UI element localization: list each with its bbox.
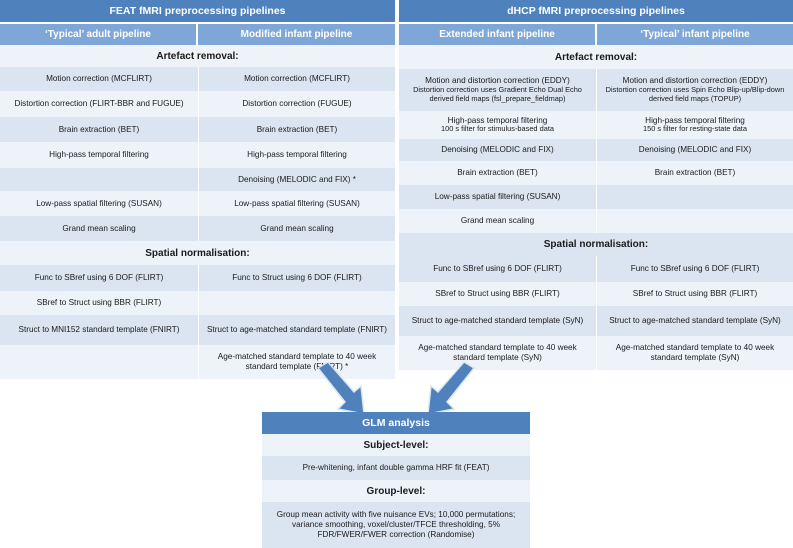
dhcp-row-highpass: High-pass temporal filtering 100 s filte… — [399, 111, 793, 139]
feat-artefact-cell — [0, 168, 198, 191]
feat-spatial-cell: Age-matched standard template to 40 week… — [198, 345, 395, 379]
dhcp-denoise-extended: Denoising (MELODIC and FIX) — [441, 145, 554, 155]
dhcp-spatial-row: Struct to age-matched standard template … — [399, 306, 793, 336]
dhcp-spatial-cell: Func to SBref using 6 DOF (FLIRT) — [596, 256, 793, 282]
dhcp-spatial-cell: Func to SBref using 6 DOF (FLIRT) — [433, 264, 562, 274]
feat-spatial-cell: Struct to MNI152 standard template (FNIR… — [18, 325, 180, 335]
feat-spatial-cell — [198, 291, 395, 315]
arrow-right-shape — [427, 362, 476, 415]
dhcp-spatial-heading: Spatial normalisation: — [399, 233, 793, 256]
dhcp-spatial-cell: Age-matched standard template to 40 week… — [418, 343, 577, 362]
arrow-left-shape — [316, 362, 365, 415]
arrow-right — [427, 362, 476, 415]
feat-column-headers: ‘Typical’ adult pipeline Modified infant… — [0, 24, 395, 45]
glm-subject-text: Pre-whitening, infant double gamma HRF f… — [262, 456, 530, 480]
dhcp-spatial-row: SBref to Struct using BBR (FLIRT) SBref t… — [399, 282, 793, 306]
dhcp-motion-extended: Motion and distortion correction (EDDY) … — [399, 69, 596, 111]
dhcp-panel: dHCP fMRI preprocessing pipelines Extend… — [399, 0, 793, 370]
glm-group-text: Group mean activity with five nuisance E… — [262, 502, 530, 548]
feat-spatial-row: Func to SBref using 6 DOF (FLIRT) Func to… — [0, 265, 395, 291]
arrow-left — [316, 362, 365, 415]
feat-artefact-row: Motion correction (MCFLIRT) Motion correc… — [0, 67, 395, 91]
dhcp-column-headers: Extended infant pipeline ‘Typical’ infan… — [399, 24, 793, 45]
feat-col-infant: Modified infant pipeline — [198, 24, 395, 45]
dhcp-highpass-extended-main: High-pass temporal filtering — [447, 115, 548, 125]
feat-artefact-row: Low-pass spatial filtering (SUSAN) Low-pa… — [0, 191, 395, 216]
feat-artefact-cell: Low-pass spatial filtering (SUSAN) — [36, 198, 162, 208]
feat-artefact-cell: Grand mean scaling — [198, 216, 395, 241]
glm-title: GLM analysis — [262, 412, 530, 434]
dhcp-motion-extended-sub: Distortion correction uses Gradient Echo… — [413, 85, 582, 103]
dhcp-gms-typical — [596, 209, 793, 233]
glm-group-heading: Group-level: — [262, 480, 530, 502]
feat-spatial-row: Struct to MNI152 standard template (FNIR… — [0, 315, 395, 345]
feat-artefact-row: Distortion correction (FLIRT-BBR and FUG… — [0, 91, 395, 117]
dhcp-spatial-rows: Func to SBref using 6 DOF (FLIRT) Func to… — [399, 256, 793, 370]
glm-subject-heading: Subject-level: — [262, 434, 530, 456]
dhcp-gms-extended: Grand mean scaling — [460, 216, 535, 226]
dhcp-spatial-cell: SBref to Struct using BBR (FLIRT) — [435, 289, 560, 299]
dhcp-motion-extended-main: Motion and distortion correction (EDDY) — [425, 76, 570, 86]
dhcp-highpass-typical-main: High-pass temporal filtering — [645, 115, 745, 125]
dhcp-col-typical: ‘Typical’ infant pipeline — [597, 24, 793, 45]
feat-artefact-cell: Denoising (MELODIC and FIX) * — [198, 168, 395, 191]
dhcp-denoise-typical: Denoising (MELODIC and FIX) — [596, 139, 793, 161]
feat-artefact-cell: High-pass temporal filtering — [49, 150, 149, 160]
dhcp-title: dHCP fMRI preprocessing pipelines — [399, 0, 793, 22]
dhcp-highpass-extended-sub: 100 s filter for stimulus-based data — [441, 124, 554, 134]
feat-spatial-rows: Func to SBref using 6 DOF (FLIRT) Func to… — [0, 265, 395, 379]
feat-artefact-cell: Motion correction (MCFLIRT) — [46, 74, 152, 84]
dhcp-artefact-heading: Artefact removal: — [399, 45, 793, 69]
dhcp-spatial-cell: Age-matched standard template to 40 week… — [596, 336, 793, 370]
dhcp-motion-typical: Motion and distortion correction (EDDY) … — [596, 69, 793, 111]
feat-artefact-cell: Distortion correction (FUGUE) — [198, 91, 395, 117]
feat-title: FEAT fMRI preprocessing pipelines — [0, 0, 395, 22]
feat-artefact-cell: Brain extraction (BET) — [58, 124, 140, 134]
dhcp-motion-typical-main: Motion and distortion correction (EDDY) — [622, 76, 768, 86]
dhcp-susan-extended: Low-pass spatial filtering (SUSAN) — [434, 192, 561, 202]
feat-col-adult: ‘Typical’ adult pipeline — [0, 24, 196, 45]
feat-artefact-heading: Artefact removal: — [0, 45, 395, 67]
dhcp-row-bet: Brain extraction (BET) Brain extraction … — [399, 161, 793, 185]
dhcp-highpass-extended: High-pass temporal filtering 100 s filte… — [399, 111, 596, 139]
dhcp-row-motion: Motion and distortion correction (EDDY) … — [399, 69, 793, 111]
feat-spatial-cell: Struct to age-matched standard template … — [198, 315, 395, 345]
feat-artefact-cell: Low-pass spatial filtering (SUSAN) — [198, 191, 395, 216]
feat-spatial-heading: Spatial normalisation: — [0, 241, 395, 265]
dhcp-row-denoise: Denoising (MELODIC and FIX) Denoising (M… — [399, 139, 793, 161]
glm-panel: GLM analysis Subject-level: Pre-whitenin… — [262, 412, 530, 548]
feat-artefact-cell: High-pass temporal filtering — [198, 142, 395, 168]
feat-artefact-row: Denoising (MELODIC and FIX) * — [0, 168, 395, 191]
dhcp-bet-extended: Brain extraction (BET) — [457, 168, 538, 178]
feat-artefact-cell: Grand mean scaling — [62, 223, 136, 233]
dhcp-bet-typical: Brain extraction (BET) — [596, 161, 793, 185]
feat-spatial-cell: Func to SBref using 6 DOF (FLIRT) — [34, 273, 164, 283]
feat-artefact-cell: Motion correction (MCFLIRT) — [198, 67, 395, 91]
feat-spatial-row: SBref to Struct using BBR (FLIRT) — [0, 291, 395, 315]
dhcp-row-gms: Grand mean scaling — [399, 209, 793, 233]
feat-artefact-row: Grand mean scaling Grand mean scaling — [0, 216, 395, 241]
feat-spatial-cell — [0, 345, 198, 379]
dhcp-spatial-cell: SBref to Struct using BBR (FLIRT) — [596, 282, 793, 306]
dhcp-row-susan: Low-pass spatial filtering (SUSAN) — [399, 185, 793, 209]
feat-spatial-cell: Func to Struct using 6 DOF (FLIRT) — [198, 265, 395, 291]
dhcp-motion-typical-sub: Distortion correction uses Spin Echo Bli… — [605, 85, 785, 103]
feat-artefact-rows: Motion correction (MCFLIRT) Motion correc… — [0, 67, 395, 241]
dhcp-col-extended: Extended infant pipeline — [399, 24, 595, 45]
dhcp-spatial-cell: Struct to age-matched standard template … — [596, 306, 793, 336]
feat-artefact-cell: Distortion correction (FLIRT-BBR and FUG… — [14, 99, 184, 109]
dhcp-spatial-row: Func to SBref using 6 DOF (FLIRT) Func to… — [399, 256, 793, 282]
feat-artefact-cell: Brain extraction (BET) — [198, 117, 395, 142]
dhcp-highpass-typical: High-pass temporal filtering 150 s filte… — [596, 111, 793, 139]
dhcp-susan-typical — [596, 185, 793, 209]
feat-spatial-cell: SBref to Struct using BBR (FLIRT) — [36, 298, 162, 308]
feat-artefact-row: High-pass temporal filtering High-pass te… — [0, 142, 395, 168]
feat-panel: FEAT fMRI preprocessing pipelines ‘Typic… — [0, 0, 395, 379]
feat-artefact-row: Brain extraction (BET) Brain extraction (… — [0, 117, 395, 142]
dhcp-highpass-typical-sub: 150 s filter for resting-state data — [643, 124, 747, 134]
dhcp-spatial-cell: Struct to age-matched standard template … — [411, 316, 584, 326]
